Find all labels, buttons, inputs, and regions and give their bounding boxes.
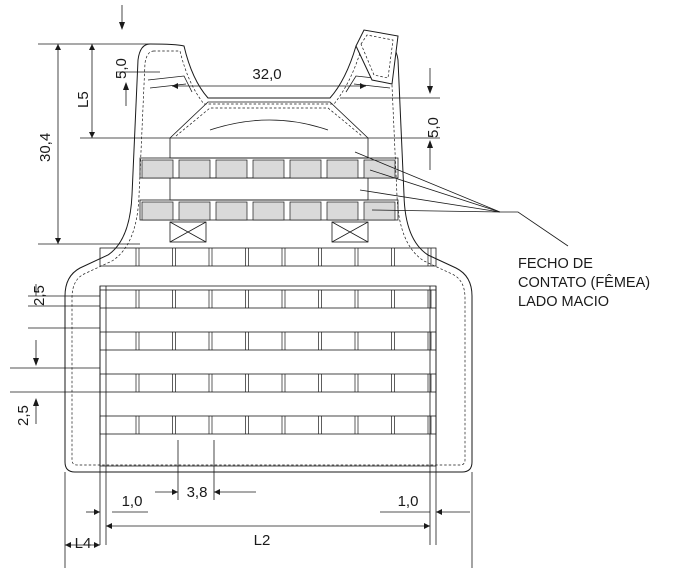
velcro-cell (289, 159, 322, 179)
dim-width-32: 32,0 (252, 66, 281, 83)
vest-outline (64, 43, 473, 473)
velcro-cell (215, 159, 248, 179)
callout-line-1: FECHO DE (518, 256, 593, 272)
molle-strap (99, 373, 437, 393)
callout-line-3: LADO MACIO (518, 294, 609, 310)
molle-strap (99, 247, 437, 267)
dim-strap-spacing-top: 2,5 (31, 285, 48, 306)
velcro-cell (141, 201, 174, 221)
callout-leaders (354, 151, 569, 247)
velcro-cell (326, 159, 359, 179)
molle-strap (99, 415, 437, 435)
velcro-cell (252, 159, 285, 179)
dim-right-gap: 5,0 (425, 117, 442, 138)
dim-l5: L5 (75, 91, 92, 108)
dim-l4: L4 (75, 535, 92, 552)
velcro-cell (363, 159, 396, 179)
dim-left-margin: 1,0 (122, 493, 143, 510)
velcro-cell (289, 201, 322, 221)
velcro-cell (363, 201, 396, 221)
dim-top-strap-gap: 5,0 (113, 58, 130, 79)
shoulder-tab (355, 29, 399, 85)
velcro-panel-upper (139, 137, 399, 243)
velcro-cell (252, 201, 285, 221)
velcro-cell (178, 159, 211, 179)
dim-cell-width: 3,8 (187, 484, 208, 501)
side-strips (99, 286, 437, 470)
molle-strap (99, 331, 437, 351)
dim-right-margin: 1,0 (398, 493, 419, 510)
dim-strap-spacing-bottom: 2,5 (15, 405, 32, 426)
dimension-lines (10, 5, 473, 568)
molle-grid (99, 247, 437, 467)
callout-line-2: CONTATO (FÊMEA) (518, 274, 650, 291)
velcro-cell (141, 159, 174, 179)
velcro-cell (178, 201, 211, 221)
dim-height-30-4: 30,4 (37, 133, 54, 162)
dim-l2: L2 (254, 532, 271, 549)
molle-strap (99, 289, 437, 309)
velcro-cell (326, 201, 359, 221)
velcro-cell (215, 201, 248, 221)
